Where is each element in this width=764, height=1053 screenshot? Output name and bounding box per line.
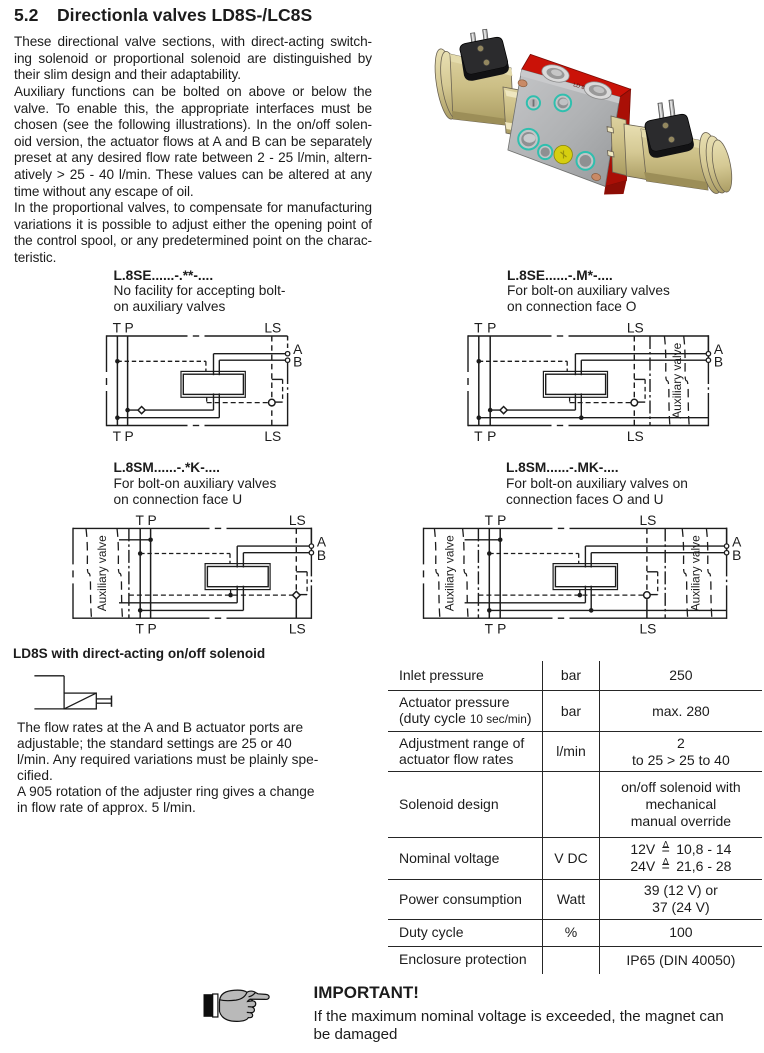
svg-text:T: T (485, 622, 494, 637)
svg-text:Auxiliary valve: Auxiliary valve (689, 535, 703, 611)
svg-text:LS: LS (264, 429, 281, 444)
svg-text:LS: LS (627, 321, 644, 336)
svg-text:LS: LS (289, 622, 306, 637)
svg-text:P: P (147, 513, 156, 528)
svg-text:T: T (135, 513, 144, 528)
svg-text:LS: LS (639, 622, 656, 637)
svg-text:T: T (474, 321, 483, 336)
svg-text:P: P (497, 622, 506, 637)
svg-text:A: A (293, 342, 303, 357)
svg-text:P: P (487, 321, 496, 336)
svg-text:Auxiliary valve: Auxiliary valve (442, 535, 456, 611)
svg-text:P: P (124, 429, 133, 444)
svg-text:Auxiliary valve: Auxiliary valve (95, 535, 109, 611)
svg-text:T: T (113, 429, 122, 444)
svg-text:T: T (135, 622, 144, 637)
svg-text:P: P (497, 513, 506, 528)
svg-text:P: P (487, 429, 496, 444)
svg-text:B: B (714, 354, 723, 369)
svg-text:A: A (714, 342, 724, 357)
svg-text:T: T (474, 429, 483, 444)
svg-text:LS: LS (627, 429, 644, 444)
svg-text:A: A (317, 535, 327, 550)
svg-text:T: T (113, 321, 122, 336)
svg-text:T: T (485, 513, 494, 528)
svg-text:LS: LS (264, 321, 281, 336)
svg-text:LS: LS (639, 513, 656, 528)
svg-text:A: A (732, 535, 742, 550)
svg-text:LS: LS (289, 513, 306, 528)
svg-text:B: B (293, 354, 302, 369)
svg-text:B: B (732, 548, 741, 563)
svg-text:B: B (317, 548, 326, 563)
svg-text:P: P (147, 622, 156, 637)
svg-text:Auxiliary valve: Auxiliary valve (670, 342, 684, 418)
svg-text:LD 8: LD 8 (572, 82, 585, 91)
svg-text:P: P (124, 321, 133, 336)
